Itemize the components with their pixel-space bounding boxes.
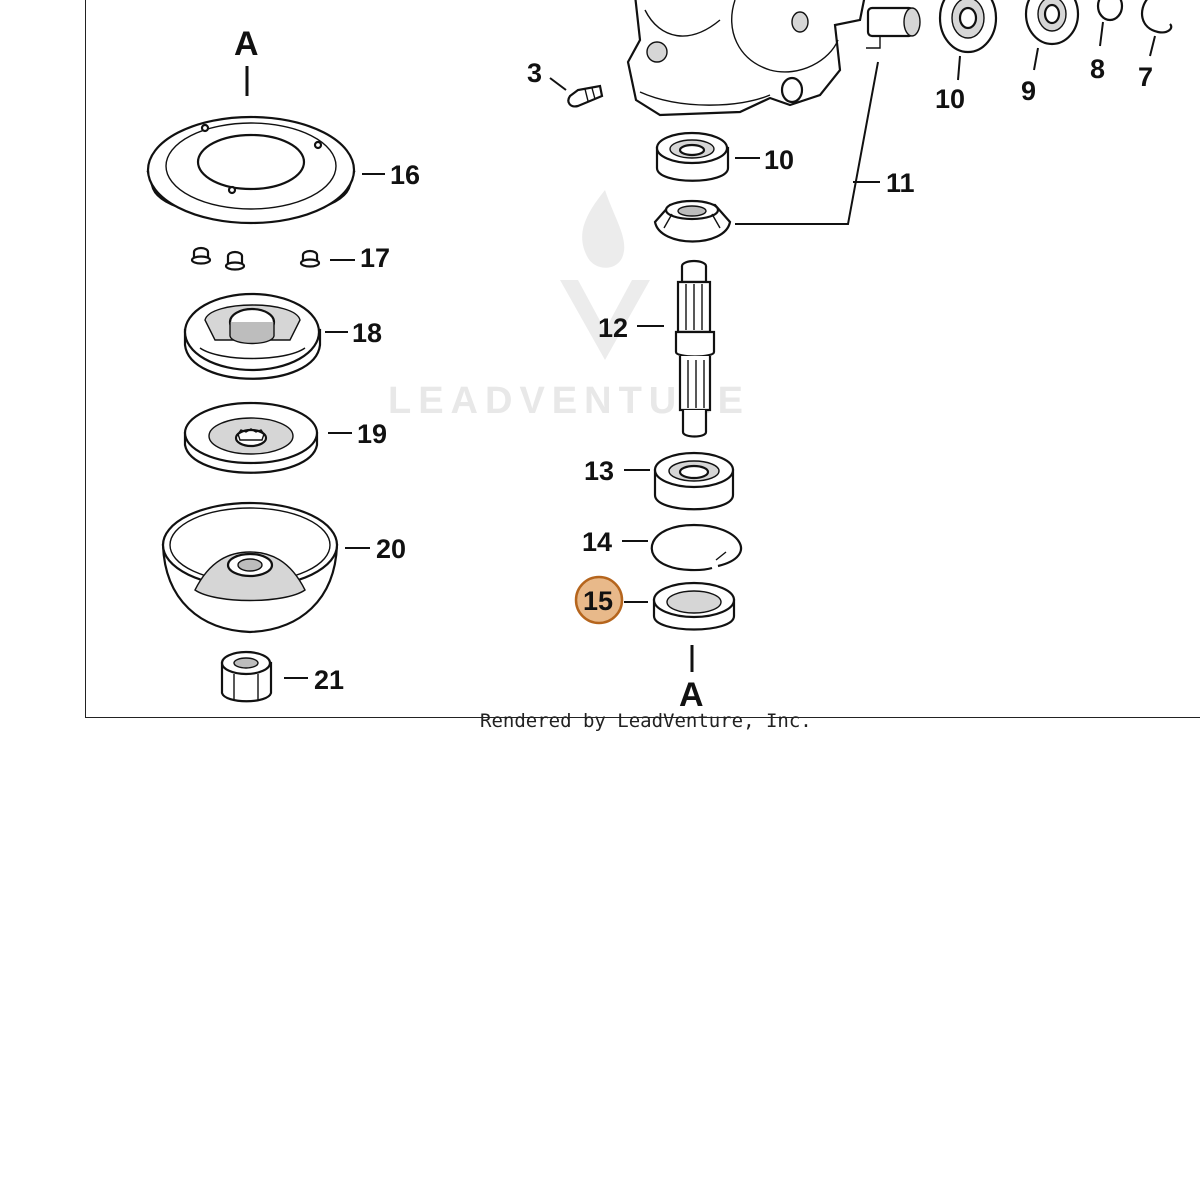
callout-15-highlight — [574, 575, 624, 625]
callout-17[interactable]: 17 — [360, 243, 390, 273]
callout-13[interactable]: 13 — [584, 456, 614, 486]
callout-19[interactable]: 19 — [357, 419, 387, 449]
part-ring-8 — [1096, 0, 1124, 22]
part-bearing-13 — [653, 451, 735, 511]
callout-18[interactable]: 18 — [352, 318, 382, 348]
callout-3[interactable]: 3 — [527, 58, 542, 88]
part-circlip-14 — [650, 523, 742, 572]
diagram-frame — [85, 0, 1200, 718]
part-bearing-10 — [655, 131, 730, 182]
callout-7[interactable]: 7 — [1138, 62, 1153, 92]
part-clip-7 — [1140, 0, 1173, 34]
part-cover-16 — [146, 115, 356, 225]
part-seal-15 — [652, 581, 736, 631]
part-bearing-9 — [1024, 0, 1080, 46]
part-nut-21 — [220, 650, 273, 703]
part-cup-20 — [161, 501, 339, 634]
part-screws-17 — [190, 246, 321, 271]
connector-a-bottom: A — [679, 676, 704, 714]
callout-12[interactable]: 12 — [598, 313, 628, 343]
callout-21[interactable]: 21 — [314, 665, 344, 695]
callout-10[interactable]: 10 — [764, 145, 794, 175]
part-gear-head — [626, 0, 921, 117]
part-disc-19 — [183, 401, 319, 474]
callout-10-top[interactable]: 10 — [935, 84, 965, 114]
callout-20[interactable]: 20 — [376, 534, 406, 564]
watermark-logo-icon — [560, 280, 650, 360]
connector-a-top: A — [234, 25, 259, 63]
part-screw-3 — [567, 84, 604, 108]
callout-8[interactable]: 8 — [1090, 54, 1105, 84]
flame-icon — [582, 190, 625, 268]
part-bearing-10-top — [938, 0, 998, 54]
callout-11[interactable]: 11 — [886, 168, 915, 198]
callout-14[interactable]: 14 — [582, 527, 612, 557]
part-disc-18 — [183, 292, 322, 380]
render-credit: Rendered by LeadVenture, Inc. — [480, 710, 812, 732]
callout-16[interactable]: 16 — [390, 160, 420, 190]
callout-9[interactable]: 9 — [1021, 76, 1036, 106]
callout-15[interactable]: 15 — [583, 586, 613, 616]
part-gear-11 — [653, 199, 732, 243]
part-shaft-12 — [674, 259, 716, 438]
